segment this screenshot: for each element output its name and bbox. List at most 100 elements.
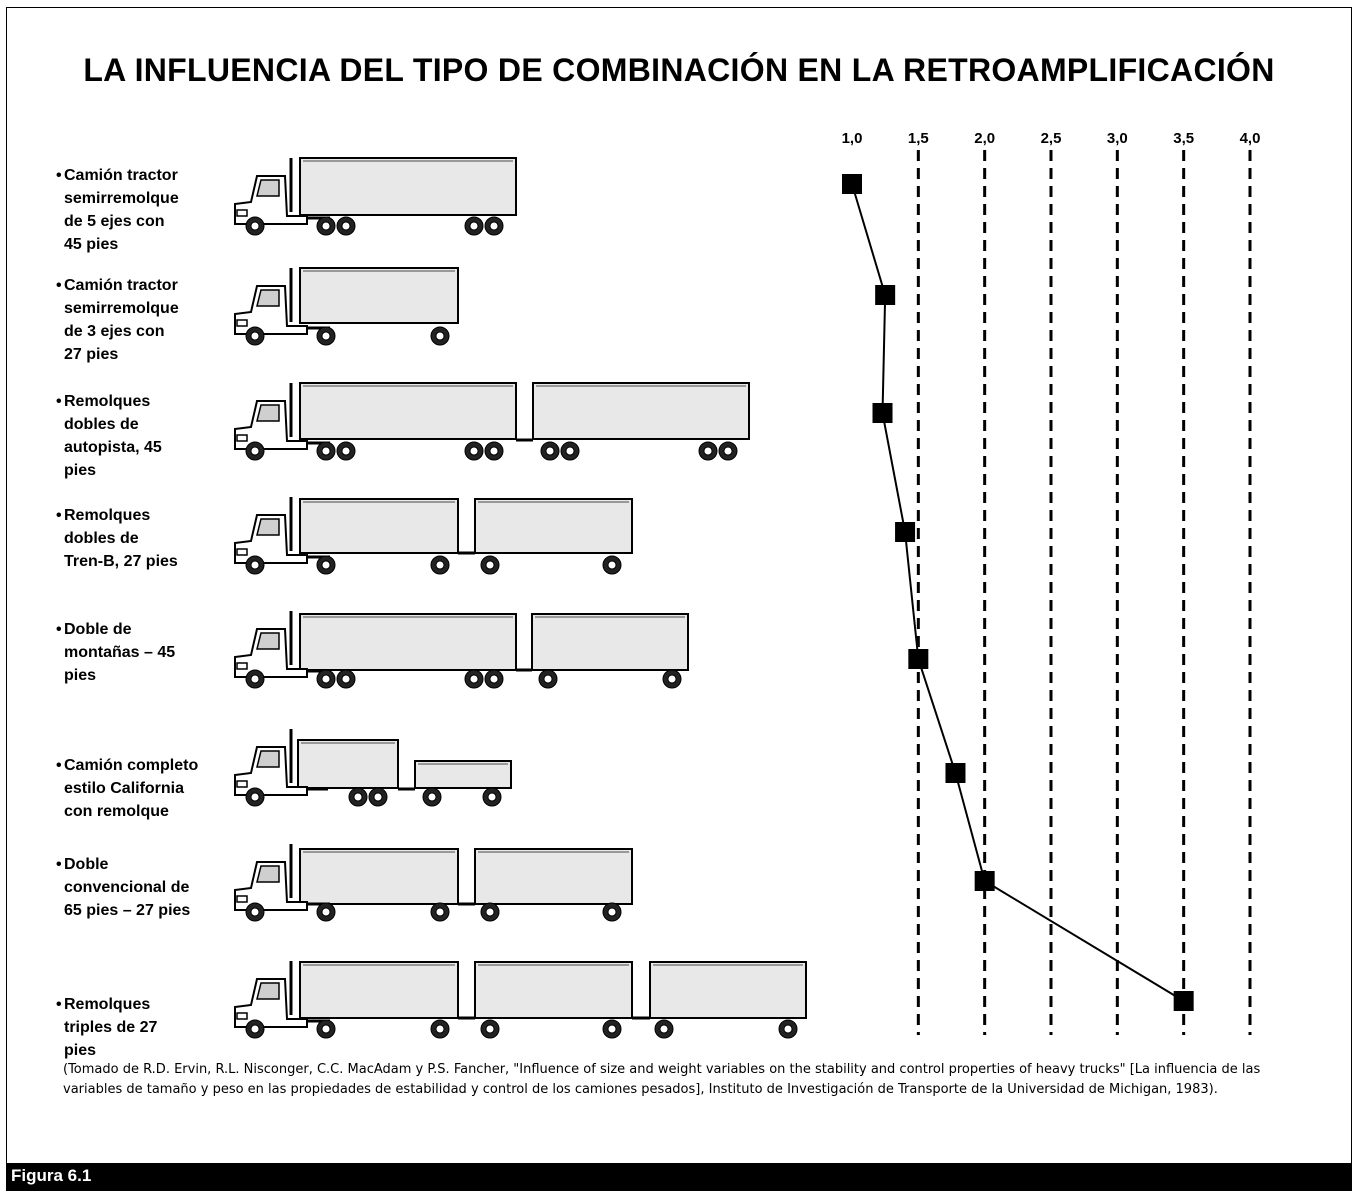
trailer-body bbox=[474, 498, 633, 554]
cab-grille bbox=[236, 209, 248, 217]
wheel-hub bbox=[667, 674, 677, 684]
truck-cab bbox=[234, 628, 308, 678]
source-note: (Tomado de R.D. Ervin, R.L. Nisconger, C… bbox=[63, 1062, 1261, 1097]
trailer-body bbox=[414, 760, 512, 789]
wheel-hub bbox=[659, 1024, 669, 1034]
data-point bbox=[872, 403, 893, 423]
trailer-body bbox=[299, 498, 459, 554]
cab-window bbox=[256, 404, 280, 422]
wheel-hub bbox=[321, 331, 331, 341]
truck-cab bbox=[234, 861, 308, 911]
cab-grille bbox=[236, 662, 248, 670]
wheel-hub bbox=[321, 907, 331, 917]
wheel-hub bbox=[341, 446, 351, 456]
wheel-hub bbox=[783, 1024, 793, 1034]
wheel-hub bbox=[250, 221, 260, 231]
row-label-6: •Camión completo estilo California con r… bbox=[56, 757, 199, 820]
trailer-body bbox=[299, 613, 517, 671]
truck-cab bbox=[234, 285, 308, 335]
trailer-body bbox=[297, 739, 399, 789]
trailer-body bbox=[474, 961, 633, 1019]
wheel-hub bbox=[487, 792, 497, 802]
wheel-hub bbox=[427, 792, 437, 802]
wheel-hub bbox=[489, 674, 499, 684]
trailer-body bbox=[474, 848, 633, 905]
wheel-hub bbox=[543, 674, 553, 684]
data-point bbox=[908, 649, 929, 669]
data-point bbox=[895, 522, 916, 542]
wheel-hub bbox=[373, 792, 383, 802]
wheel-hub bbox=[321, 446, 331, 456]
wheel-hub bbox=[250, 1024, 260, 1034]
trailer-body bbox=[299, 848, 459, 905]
data-point bbox=[875, 285, 896, 305]
wheel-hub bbox=[321, 1024, 331, 1034]
wheel-hub bbox=[435, 560, 445, 570]
x-tick-label: 4,0 bbox=[1240, 130, 1261, 147]
row-label-4: •Remolques dobles de Tren-B, 27 pies bbox=[56, 507, 178, 570]
cab-window bbox=[256, 982, 280, 1000]
wheel-hub bbox=[607, 1024, 617, 1034]
wheel-hub bbox=[250, 674, 260, 684]
figure-caption-bar: Figura 6.1 bbox=[6, 1163, 1352, 1191]
wheel-hub bbox=[250, 560, 260, 570]
wheel-hub bbox=[485, 1024, 495, 1034]
wheel-hub bbox=[341, 221, 351, 231]
wheel-hub bbox=[545, 446, 555, 456]
wheel-hub bbox=[321, 560, 331, 570]
x-tick-label: 1,5 bbox=[908, 130, 929, 147]
x-tick-label: 3,0 bbox=[1107, 130, 1128, 147]
wheel-hub bbox=[435, 1024, 445, 1034]
data-point bbox=[842, 174, 862, 194]
wheel-hub bbox=[321, 674, 331, 684]
trailer-body bbox=[649, 961, 807, 1019]
row-label-8: •Remolques triples de 27 pies bbox=[56, 996, 158, 1059]
wheel-hub bbox=[250, 331, 260, 341]
trailer-body bbox=[532, 382, 750, 440]
cab-window bbox=[256, 632, 280, 650]
wheel-hub bbox=[469, 674, 479, 684]
figure-label: Figura 6.1 bbox=[11, 1166, 92, 1185]
truck-cab bbox=[234, 746, 308, 796]
wheel-hub bbox=[485, 560, 495, 570]
wheel-hub bbox=[250, 907, 260, 917]
cab-grille bbox=[236, 895, 248, 903]
wheel-hub bbox=[321, 221, 331, 231]
cab-window bbox=[256, 289, 280, 307]
wheel-hub bbox=[489, 446, 499, 456]
trailer-body bbox=[299, 267, 459, 324]
wheel-hub bbox=[607, 907, 617, 917]
trailer-body bbox=[531, 613, 689, 671]
truck-cab bbox=[234, 978, 308, 1028]
wheel-hub bbox=[250, 446, 260, 456]
wheel-hub bbox=[250, 792, 260, 802]
data-point bbox=[945, 763, 966, 783]
wheel-hub bbox=[341, 674, 351, 684]
wheel-hub bbox=[469, 446, 479, 456]
cab-grille bbox=[236, 319, 248, 327]
cab-grille bbox=[236, 548, 248, 556]
trailer-body bbox=[299, 382, 517, 440]
wheel-hub bbox=[607, 560, 617, 570]
chart-title: LA INFLUENCIA DEL TIPO DE COMBINACIÓN EN… bbox=[83, 52, 1275, 88]
x-tick-label: 1,0 bbox=[842, 130, 863, 147]
cab-window bbox=[256, 750, 280, 768]
wheel-hub bbox=[469, 221, 479, 231]
wheel-hub bbox=[353, 792, 363, 802]
row-label-3: •Remolques dobles de autopista, 45 pies bbox=[56, 393, 162, 479]
cab-grille bbox=[236, 780, 248, 788]
truck-cab bbox=[234, 514, 308, 564]
truck-cab bbox=[234, 175, 308, 225]
trailer-body bbox=[299, 157, 517, 216]
cab-window bbox=[256, 865, 280, 883]
wheel-hub bbox=[703, 446, 713, 456]
cab-grille bbox=[236, 1012, 248, 1020]
x-tick-label: 2,5 bbox=[1041, 130, 1062, 147]
cab-window bbox=[256, 518, 280, 536]
row-label-7: •Doble convencional de 65 pies – 27 pies bbox=[56, 856, 191, 919]
wheel-hub bbox=[565, 446, 575, 456]
data-point bbox=[1173, 991, 1194, 1011]
row-label-1: •Camión tractor semirremolque de 5 ejes … bbox=[56, 167, 179, 253]
